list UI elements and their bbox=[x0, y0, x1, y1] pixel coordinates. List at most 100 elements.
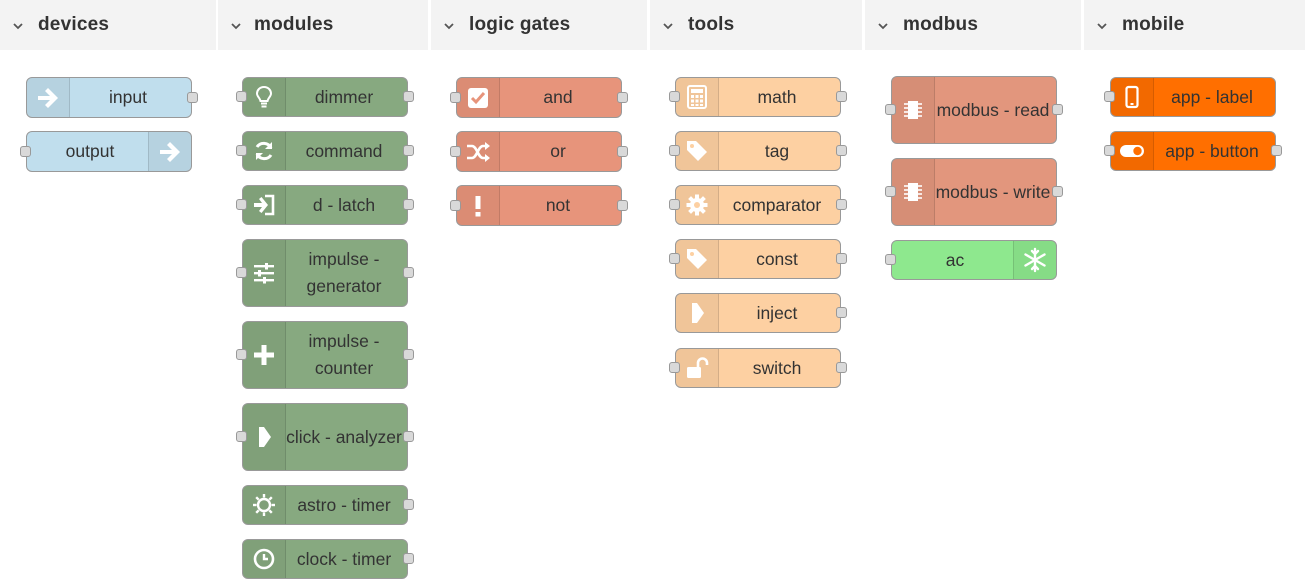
input-port[interactable] bbox=[236, 145, 247, 156]
output-port[interactable] bbox=[617, 145, 628, 157]
palette-node-or[interactable]: or bbox=[450, 131, 628, 172]
category-devices: devices input output bbox=[0, 0, 216, 588]
input-port[interactable] bbox=[1104, 145, 1115, 156]
palette-node-clock-timer[interactable]: clock - timer bbox=[242, 539, 414, 579]
palette-node-modbus-read[interactable]: modbus - read bbox=[885, 76, 1063, 144]
tag-icon bbox=[676, 132, 719, 170]
palette-node-switch[interactable]: switch bbox=[669, 348, 847, 388]
category-header-tools[interactable]: tools bbox=[650, 0, 862, 50]
palette-node-ac[interactable]: ac bbox=[885, 240, 1057, 280]
palette-node-app-button[interactable]: app - button bbox=[1104, 131, 1282, 171]
palette-node-tag[interactable]: tag bbox=[669, 131, 847, 171]
node-label: impulse - generator bbox=[306, 249, 382, 296]
toggle-icon bbox=[1111, 132, 1154, 170]
input-port[interactable] bbox=[669, 145, 680, 156]
palette-node-d-latch[interactable]: d - latch bbox=[236, 185, 414, 225]
node-label: output bbox=[65, 141, 115, 161]
output-port[interactable] bbox=[403, 499, 414, 510]
plus-icon bbox=[243, 322, 286, 388]
node-label: and bbox=[543, 87, 573, 107]
node-label: switch bbox=[752, 357, 802, 378]
category-modbus: modbus modbus - read modbus - write ac bbox=[865, 0, 1081, 588]
node-label: modbus - read bbox=[936, 99, 1050, 120]
category-header-modules[interactable]: modules bbox=[218, 0, 428, 50]
output-port[interactable] bbox=[836, 145, 847, 156]
node-label: clock - timer bbox=[296, 548, 392, 569]
output-port[interactable] bbox=[403, 553, 414, 564]
chevron-down-icon bbox=[231, 23, 241, 30]
sign-in-icon bbox=[243, 186, 286, 224]
output-port[interactable] bbox=[1052, 104, 1063, 115]
arrow-right-icon bbox=[27, 78, 70, 117]
input-port[interactable] bbox=[236, 349, 247, 360]
input-port[interactable] bbox=[669, 362, 680, 373]
palette-node-impulse-generator[interactable]: impulse - generator bbox=[236, 239, 414, 307]
input-port[interactable] bbox=[669, 91, 680, 102]
mobile-phone-icon bbox=[1111, 78, 1154, 116]
category-header-logic-gates[interactable]: logic gates bbox=[431, 0, 647, 50]
category-title: modbus bbox=[903, 14, 979, 35]
node-label: comparator bbox=[732, 194, 822, 215]
lightbulb-icon bbox=[243, 78, 286, 116]
palette-node-dimmer[interactable]: dimmer bbox=[236, 77, 414, 117]
palette-node-not[interactable]: not bbox=[450, 185, 628, 226]
input-port[interactable] bbox=[885, 104, 896, 115]
output-port[interactable] bbox=[1271, 145, 1282, 156]
output-port[interactable] bbox=[617, 199, 628, 211]
category-modules: modules dimmer command d - latch bbox=[218, 0, 428, 588]
palette-node-output[interactable]: output bbox=[20, 131, 192, 172]
output-port[interactable] bbox=[1052, 186, 1063, 197]
refresh-icon bbox=[243, 132, 286, 170]
palette-node-astro-timer[interactable]: astro - timer bbox=[242, 485, 414, 525]
input-port[interactable] bbox=[20, 145, 31, 157]
palette-node-command[interactable]: command bbox=[236, 131, 414, 171]
output-port[interactable] bbox=[836, 91, 847, 102]
output-port[interactable] bbox=[187, 91, 198, 103]
input-port[interactable] bbox=[236, 91, 247, 102]
palette-node-comparator[interactable]: comparator bbox=[669, 185, 847, 225]
input-port[interactable] bbox=[450, 145, 461, 157]
output-port[interactable] bbox=[403, 349, 414, 360]
input-port[interactable] bbox=[450, 199, 461, 211]
category-header-modbus[interactable]: modbus bbox=[865, 0, 1081, 50]
palette-node-click-analyzer[interactable]: click - analyzer bbox=[236, 403, 414, 471]
output-port[interactable] bbox=[403, 431, 414, 442]
input-port[interactable] bbox=[236, 431, 247, 442]
node-label: input bbox=[109, 87, 147, 107]
input-port[interactable] bbox=[669, 253, 680, 264]
node-label: tag bbox=[764, 140, 790, 161]
palette-node-inject[interactable]: inject bbox=[675, 293, 847, 333]
output-port[interactable] bbox=[836, 199, 847, 210]
output-port[interactable] bbox=[403, 145, 414, 156]
palette-node-impulse-counter[interactable]: impulse - counter bbox=[236, 321, 414, 389]
category-header-devices[interactable]: devices bbox=[0, 0, 216, 50]
palette-node-and[interactable]: and bbox=[450, 77, 628, 118]
output-port[interactable] bbox=[836, 362, 847, 373]
node-label: const bbox=[756, 248, 798, 269]
palette-node-const[interactable]: const bbox=[669, 239, 847, 279]
input-port[interactable] bbox=[885, 186, 896, 197]
palette-node-input[interactable]: input bbox=[26, 77, 198, 118]
input-port[interactable] bbox=[450, 91, 461, 103]
input-port[interactable] bbox=[236, 199, 247, 210]
node-label: ac bbox=[945, 249, 965, 270]
output-port[interactable] bbox=[403, 91, 414, 102]
input-port[interactable] bbox=[1104, 91, 1115, 102]
palette-node-app-label[interactable]: app - label bbox=[1104, 77, 1276, 117]
palette-node-modbus-write[interactable]: modbus - write bbox=[885, 158, 1063, 226]
output-port[interactable] bbox=[617, 91, 628, 103]
input-port[interactable] bbox=[236, 267, 247, 278]
output-port[interactable] bbox=[403, 199, 414, 210]
unlock-icon bbox=[676, 349, 719, 387]
input-port[interactable] bbox=[669, 199, 680, 210]
input-port[interactable] bbox=[885, 254, 896, 265]
clock-icon bbox=[243, 540, 286, 578]
output-port[interactable] bbox=[836, 253, 847, 264]
arrow-right-icon bbox=[148, 132, 191, 171]
category-header-mobile[interactable]: mobile bbox=[1084, 0, 1305, 50]
output-port[interactable] bbox=[836, 307, 847, 318]
node-label: app - label bbox=[1171, 86, 1253, 107]
output-port[interactable] bbox=[403, 267, 414, 278]
palette-node-math[interactable]: math bbox=[669, 77, 847, 117]
cog-icon bbox=[676, 186, 719, 224]
